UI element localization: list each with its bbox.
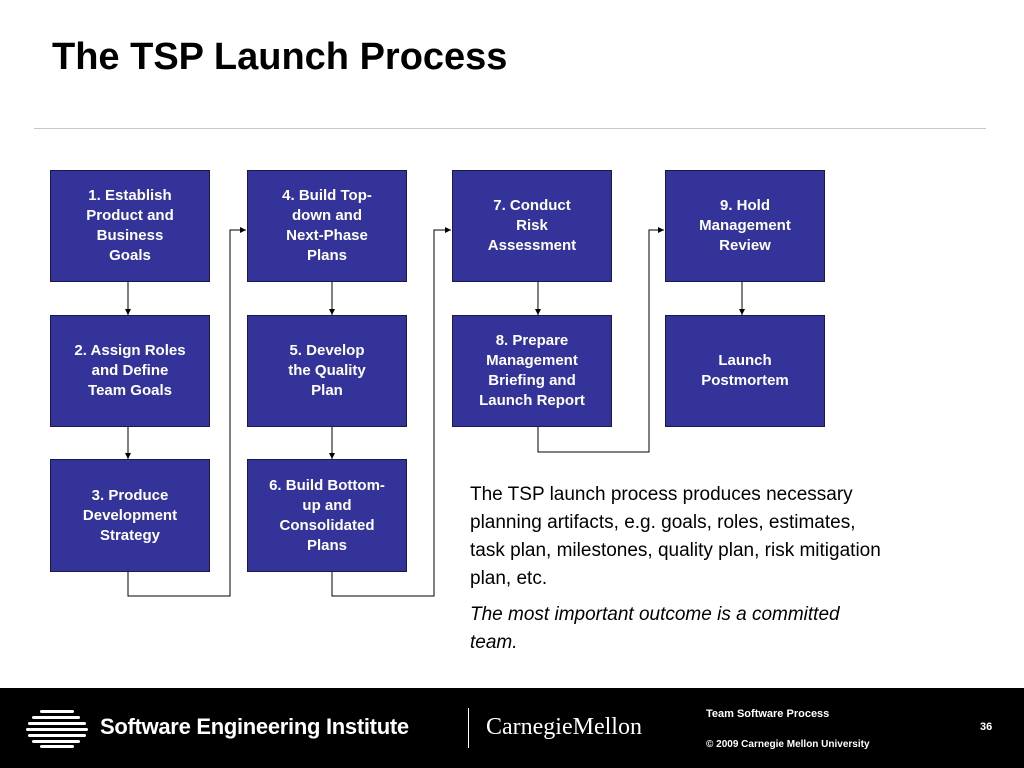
step-6-box: 6. Build Bottom- up and Consolidated Pla… bbox=[247, 459, 407, 572]
title-divider bbox=[34, 128, 986, 129]
arrow-6-to-7 bbox=[331, 227, 451, 597]
launch-postmortem-label: Launch Postmortem bbox=[701, 352, 789, 389]
step-1-box: 1. Establish Product and Business Goals bbox=[50, 170, 210, 282]
step-4-box: 4. Build Top- down and Next-Phase Plans bbox=[247, 170, 407, 282]
step-7-box: 7. Conduct Risk Assessment bbox=[452, 170, 612, 282]
course-name: Team Software Process bbox=[706, 708, 830, 720]
arrow-8-to-9 bbox=[537, 227, 664, 453]
step-1-label: 1. Establish Product and Business Goals bbox=[86, 187, 174, 264]
description-text: The TSP launch process produces necessar… bbox=[470, 484, 881, 589]
step-2-box: 2. Assign Roles and Define Team Goals bbox=[50, 315, 210, 427]
slide-title: The TSP Launch Process bbox=[52, 36, 508, 78]
step-7-label: 7. Conduct Risk Assessment bbox=[487, 197, 577, 254]
step-3-label: 3. Produce Development Strategy bbox=[82, 486, 178, 544]
step-4-label: 4. Build Top- down and Next-Phase Plans bbox=[282, 187, 372, 264]
sei-logo-icon bbox=[26, 710, 88, 748]
step-3-box: 3. Produce Development Strategy bbox=[50, 459, 210, 572]
launch-postmortem-box: Launch Postmortem bbox=[665, 315, 825, 427]
copyright-text: © 2009 Carnegie Mellon University bbox=[706, 739, 870, 750]
step-8-label: 8. Prepare Management Briefing and Launc… bbox=[479, 332, 585, 409]
step-5-label: 5. Develop the Quality Plan bbox=[288, 342, 366, 399]
description-emphasis: The most important outcome is a committe… bbox=[470, 604, 840, 653]
step-6-label: 6. Build Bottom- up and Consolidated Pla… bbox=[269, 476, 385, 554]
description-block: The TSP launch process produces necessar… bbox=[470, 481, 890, 657]
step-9-box: 9. Hold Management Review bbox=[665, 170, 825, 282]
institute-name: Software Engineering Institute bbox=[100, 714, 409, 739]
arrow-3-to-4 bbox=[127, 227, 246, 597]
footer-divider bbox=[468, 708, 469, 748]
footer-bar: Software Engineering Institute CarnegieM… bbox=[0, 688, 1024, 768]
step-5-box: 5. Develop the Quality Plan bbox=[247, 315, 407, 427]
step-2-label: 2. Assign Roles and Define Team Goals bbox=[74, 342, 186, 399]
university-logo: CarnegieMellon bbox=[486, 714, 642, 740]
step-8-box: 8. Prepare Management Briefing and Launc… bbox=[452, 315, 612, 427]
page-number: 36 bbox=[980, 721, 993, 733]
step-9-label: 9. Hold Management Review bbox=[699, 197, 791, 254]
